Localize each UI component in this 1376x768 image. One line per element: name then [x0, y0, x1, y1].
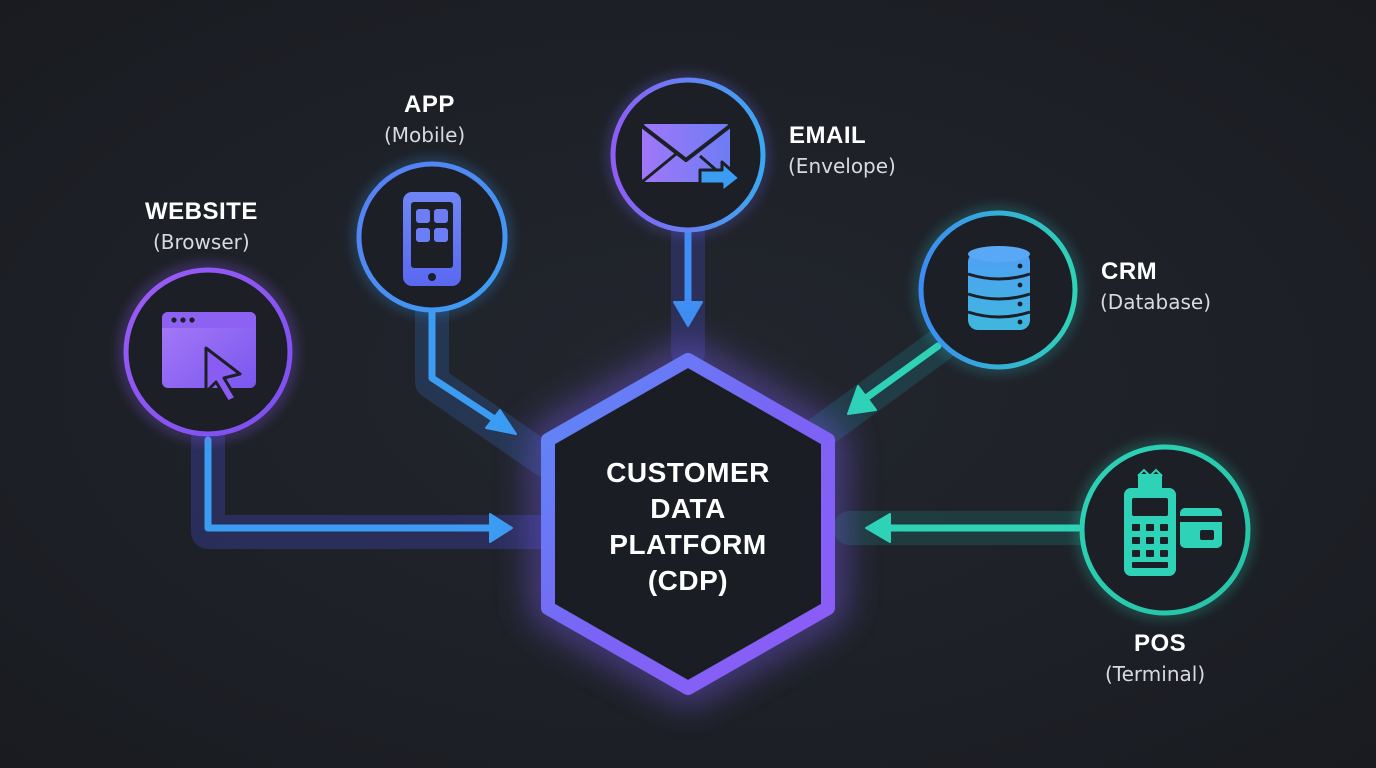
- browser-cursor-icon: [162, 312, 256, 404]
- app-connector-track: [415, 288, 562, 477]
- app-subtitle: (Mobile): [384, 123, 466, 147]
- email-node: [607, 74, 769, 236]
- cdp-label-line-3: PLATFORM: [609, 529, 767, 560]
- cdp-label-line-2: DATA: [650, 493, 726, 524]
- pos-terminal-icon: [1124, 468, 1222, 576]
- cdp-label-line-4: (CDP): [647, 565, 729, 596]
- cdp-label-line-1: CUSTOMER: [606, 457, 770, 488]
- cdp-label: CUSTOMER DATA PLATFORM (CDP): [578, 455, 798, 599]
- connector-arrows: [204, 226, 1082, 543]
- website-node: [119, 263, 297, 441]
- app-title: APP: [404, 91, 455, 118]
- cdp-hexagon: [533, 342, 843, 706]
- crm-arrow: [862, 342, 942, 402]
- crm-title: CRM: [1101, 258, 1158, 285]
- app-arrow-head: [485, 409, 517, 435]
- crm-arrow-head: [847, 385, 877, 415]
- pos-node: [1076, 441, 1254, 619]
- pos-arrow-head: [865, 513, 891, 543]
- mobile-phone-icon: [403, 192, 461, 286]
- crm-subtitle: (Database): [1100, 290, 1212, 314]
- website-title: WEBSITE: [145, 198, 258, 225]
- website-subtitle: (Browser): [153, 230, 250, 254]
- website-arrow-head: [489, 513, 513, 543]
- email-arrow-head: [673, 301, 703, 327]
- envelope-icon: [640, 124, 742, 194]
- app-arrow: [428, 303, 500, 424]
- website-arrow: [204, 436, 494, 532]
- database-icon: [967, 246, 1031, 330]
- app-node: [353, 158, 511, 316]
- pos-title: POS: [1134, 630, 1187, 657]
- email-subtitle: (Envelope): [788, 154, 896, 178]
- crm-node: [915, 207, 1081, 373]
- pos-subtitle: (Terminal): [1105, 662, 1206, 686]
- email-title: EMAIL: [789, 122, 867, 149]
